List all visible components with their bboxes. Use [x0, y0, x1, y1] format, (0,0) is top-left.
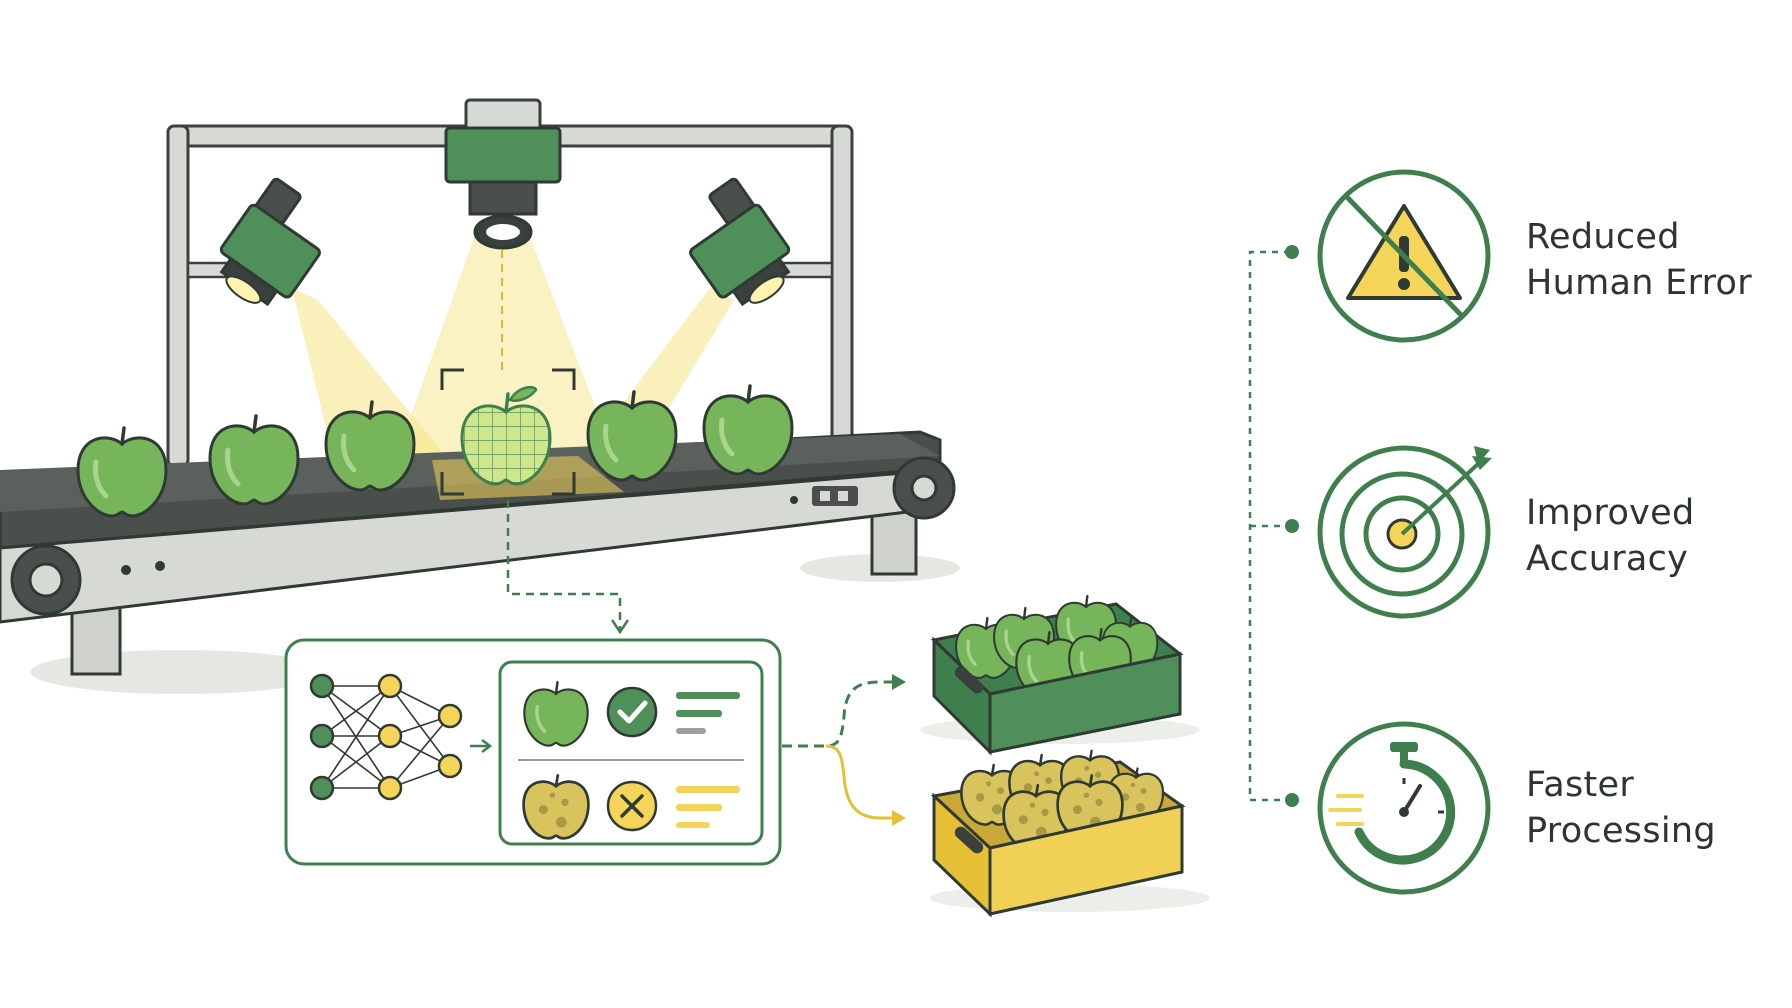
scan-brackets — [440, 368, 576, 496]
benefit-label-line: Improved — [1526, 493, 1695, 533]
rejected-result-row — [522, 774, 740, 840]
benefit-label-line: Human Error — [1526, 263, 1752, 303]
apple — [210, 416, 298, 504]
connector-arrowhead — [610, 619, 630, 635]
apple — [326, 402, 414, 490]
neural-network-icon — [309, 673, 463, 801]
benefit-label-faster-processing: Faster Processing — [1526, 762, 1716, 854]
good-apples-crate — [920, 594, 1200, 756]
right-side-camera — [689, 177, 791, 307]
scan-to-analysis-connector — [506, 500, 622, 630]
overhead-camera — [444, 98, 562, 250]
apple — [78, 428, 166, 516]
no-warning-icon — [1317, 169, 1491, 343]
benefit-label-line: Accuracy — [1526, 539, 1689, 579]
check-icon — [606, 686, 658, 738]
target-icon — [1317, 445, 1492, 619]
stopwatch-icon — [1317, 721, 1491, 895]
benefit-label-line: Faster — [1526, 765, 1635, 805]
scanned-apple — [460, 385, 552, 486]
sorting-arrows — [782, 674, 906, 826]
accepted-result-row — [522, 680, 740, 748]
left-side-camera — [219, 177, 321, 307]
benefit-label-reduced-human-error: Reduced Human Error — [1526, 214, 1752, 306]
benefit-label-line: Processing — [1526, 811, 1716, 851]
benefit-label-line: Reduced — [1526, 217, 1680, 257]
benefit-label-improved-accuracy: Improved Accuracy — [1526, 490, 1695, 582]
apple — [588, 392, 676, 480]
analysis-panel — [284, 638, 782, 866]
defective-apples-crate — [930, 749, 1210, 918]
benefits-connector — [1248, 245, 1299, 807]
apple — [704, 386, 792, 474]
